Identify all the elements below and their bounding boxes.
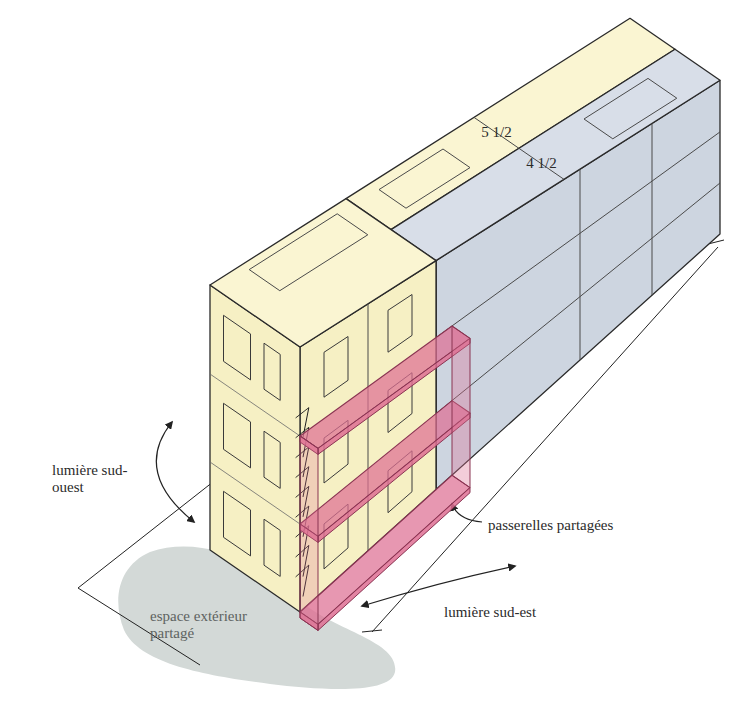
- floor-line: [436, 183, 720, 414]
- walkway-edge: [318, 338, 470, 454]
- roof-hatch: [379, 149, 470, 208]
- site-tick: [362, 630, 382, 632]
- shared-walkway: [300, 326, 470, 448]
- window: [264, 519, 280, 576]
- light-arrow: [156, 422, 194, 522]
- wall-line: [368, 304, 369, 551]
- window: [264, 343, 280, 400]
- roof-hatch: [584, 78, 677, 138]
- walkway-end-panel: [300, 436, 318, 630]
- light-label: lumière sud-ouest: [52, 462, 132, 496]
- blue-volume-roof: [391, 49, 720, 260]
- window: [224, 315, 251, 380]
- wall-line: [580, 169, 581, 360]
- window: [264, 431, 280, 488]
- roof-line: [474, 117, 519, 148]
- window: [224, 403, 251, 468]
- stair-stroke: [296, 408, 309, 418]
- light-label: lumière sud-est: [444, 604, 536, 621]
- leader-arrow: [452, 504, 482, 522]
- wall-line: [652, 123, 653, 295]
- walkway-label: passerelles partagées: [488, 517, 613, 534]
- unit-size-label: 5 1/2: [481, 124, 511, 141]
- walkway-end-panel: [452, 326, 470, 488]
- window: [224, 491, 251, 556]
- floor-line: [436, 132, 720, 338]
- ground-label: espace extérieur partagé: [150, 608, 262, 642]
- window: [388, 295, 412, 353]
- light-arrow: [362, 566, 515, 606]
- roof-hatch: [249, 214, 368, 291]
- site-line: [78, 478, 218, 588]
- shared-walkway: [300, 475, 470, 624]
- unit-size-label: 4 1/2: [526, 155, 556, 172]
- window: [324, 337, 348, 398]
- roof-line: [519, 148, 564, 179]
- yellow-volume-roof: [210, 199, 436, 347]
